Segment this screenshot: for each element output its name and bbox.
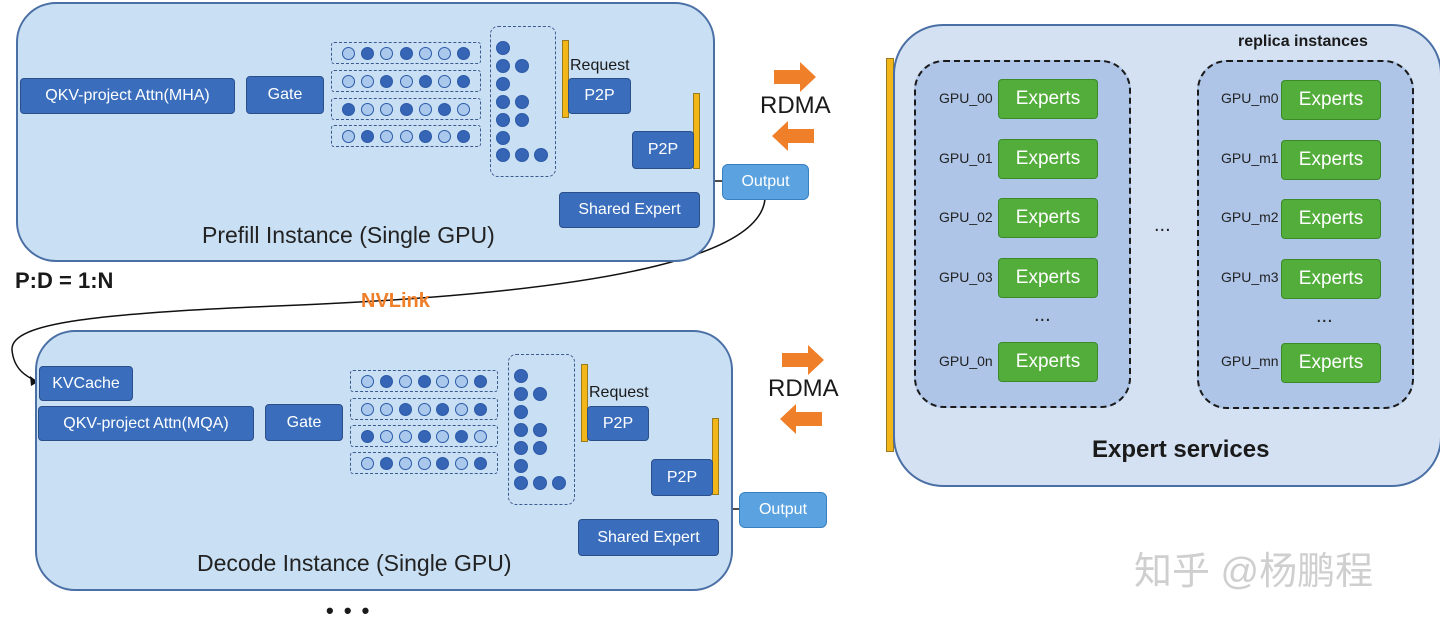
- rdma-right-arrow-icon: [782, 345, 824, 375]
- gpu-ellipsis: ...: [1316, 305, 1333, 327]
- decode-expert-routing-column: [508, 354, 575, 505]
- decode-p2p-output: P2P: [651, 459, 713, 496]
- experts-box: Experts: [1281, 343, 1381, 383]
- gpu-label: GPU_00: [939, 90, 993, 106]
- nvlink-label: NVLink: [361, 290, 430, 312]
- decode-kvcache: KVCache: [39, 366, 133, 401]
- gpu-label: GPU_01: [939, 150, 993, 166]
- decode-p2p-request: P2P: [587, 406, 649, 441]
- experts-box: Experts: [998, 198, 1098, 238]
- prefill-output-p2p-bar: [693, 93, 700, 169]
- expert-services-title: Expert services: [1092, 436, 1270, 463]
- decode-shared-expert: Shared Expert: [578, 519, 719, 556]
- decode-request-label: Request: [589, 384, 649, 401]
- gpu-label: GPU_0n: [939, 353, 993, 369]
- experts-box: Experts: [1281, 80, 1381, 120]
- prefill-token-row: [331, 125, 481, 147]
- prefill-gate: Gate: [246, 76, 324, 114]
- watermark: 知乎 @杨鹏程: [1134, 551, 1374, 593]
- gpu-label: GPU_m2: [1221, 209, 1279, 225]
- gpu-label: GPU_mn: [1221, 353, 1279, 369]
- gpu-label: GPU_02: [939, 209, 993, 225]
- rdma-right-arrow-icon: [774, 62, 816, 92]
- experts-box: Experts: [998, 258, 1098, 298]
- gpu-label: GPU_m3: [1221, 269, 1279, 285]
- experts-box: Experts: [998, 79, 1098, 119]
- gpu-label: GPU_m0: [1221, 90, 1279, 106]
- rdma-left-arrow-icon: [780, 404, 822, 434]
- decode-output-p2p-bar: [712, 418, 719, 495]
- experts-box: Experts: [1281, 259, 1381, 299]
- decode-title: Decode Instance (Single GPU): [197, 550, 512, 576]
- replica-ellipsis: ...: [1154, 214, 1171, 236]
- nvlink-arrowhead: [30, 376, 38, 386]
- prefill-p2p-output: P2P: [632, 131, 694, 169]
- decode-attn-mqa: QKV-project Attn(MQA): [38, 406, 254, 441]
- rdma-top-label: RDMA: [760, 92, 831, 119]
- prefill-token-row: [331, 42, 481, 64]
- experts-box: Experts: [998, 342, 1098, 382]
- prefill-title: Prefill Instance (Single GPU): [202, 222, 495, 248]
- prefill-shared-expert: Shared Expert: [559, 192, 700, 228]
- prefill-p2p-request: P2P: [568, 78, 631, 114]
- gpu-label: GPU_m1: [1221, 150, 1279, 166]
- prefill-token-row: [331, 70, 481, 92]
- prefill-expert-routing-column: [490, 26, 556, 177]
- prefill-request-label: Request: [570, 57, 630, 74]
- prefill-output: Output: [722, 164, 809, 200]
- replica-instances-label: replica instances: [1238, 33, 1368, 50]
- prefill-attn-mha: QKV-project Attn(MHA): [20, 78, 235, 114]
- gpu-label: GPU_03: [939, 269, 993, 285]
- prefill-token-row: [331, 98, 481, 120]
- decode-token-row: [350, 425, 498, 447]
- decode-token-row: [350, 452, 498, 474]
- gpu-ellipsis: ...: [1034, 304, 1051, 326]
- decode-request-p2p-bar: [581, 364, 588, 442]
- experts-box: Experts: [998, 139, 1098, 179]
- nvlink-curve: [11, 198, 766, 383]
- rdma-bottom-label: RDMA: [768, 375, 839, 402]
- experts-box: Experts: [1281, 199, 1381, 239]
- experts-box: Experts: [1281, 140, 1381, 180]
- decode-token-row: [350, 370, 498, 392]
- rdma-left-arrow-icon: [772, 121, 814, 151]
- decode-gate: Gate: [265, 404, 343, 441]
- more-instances-ellipsis: • • •: [326, 598, 372, 623]
- pd-ratio-label: P:D = 1:N: [15, 268, 114, 293]
- decode-output: Output: [739, 492, 827, 528]
- decode-token-row: [350, 398, 498, 420]
